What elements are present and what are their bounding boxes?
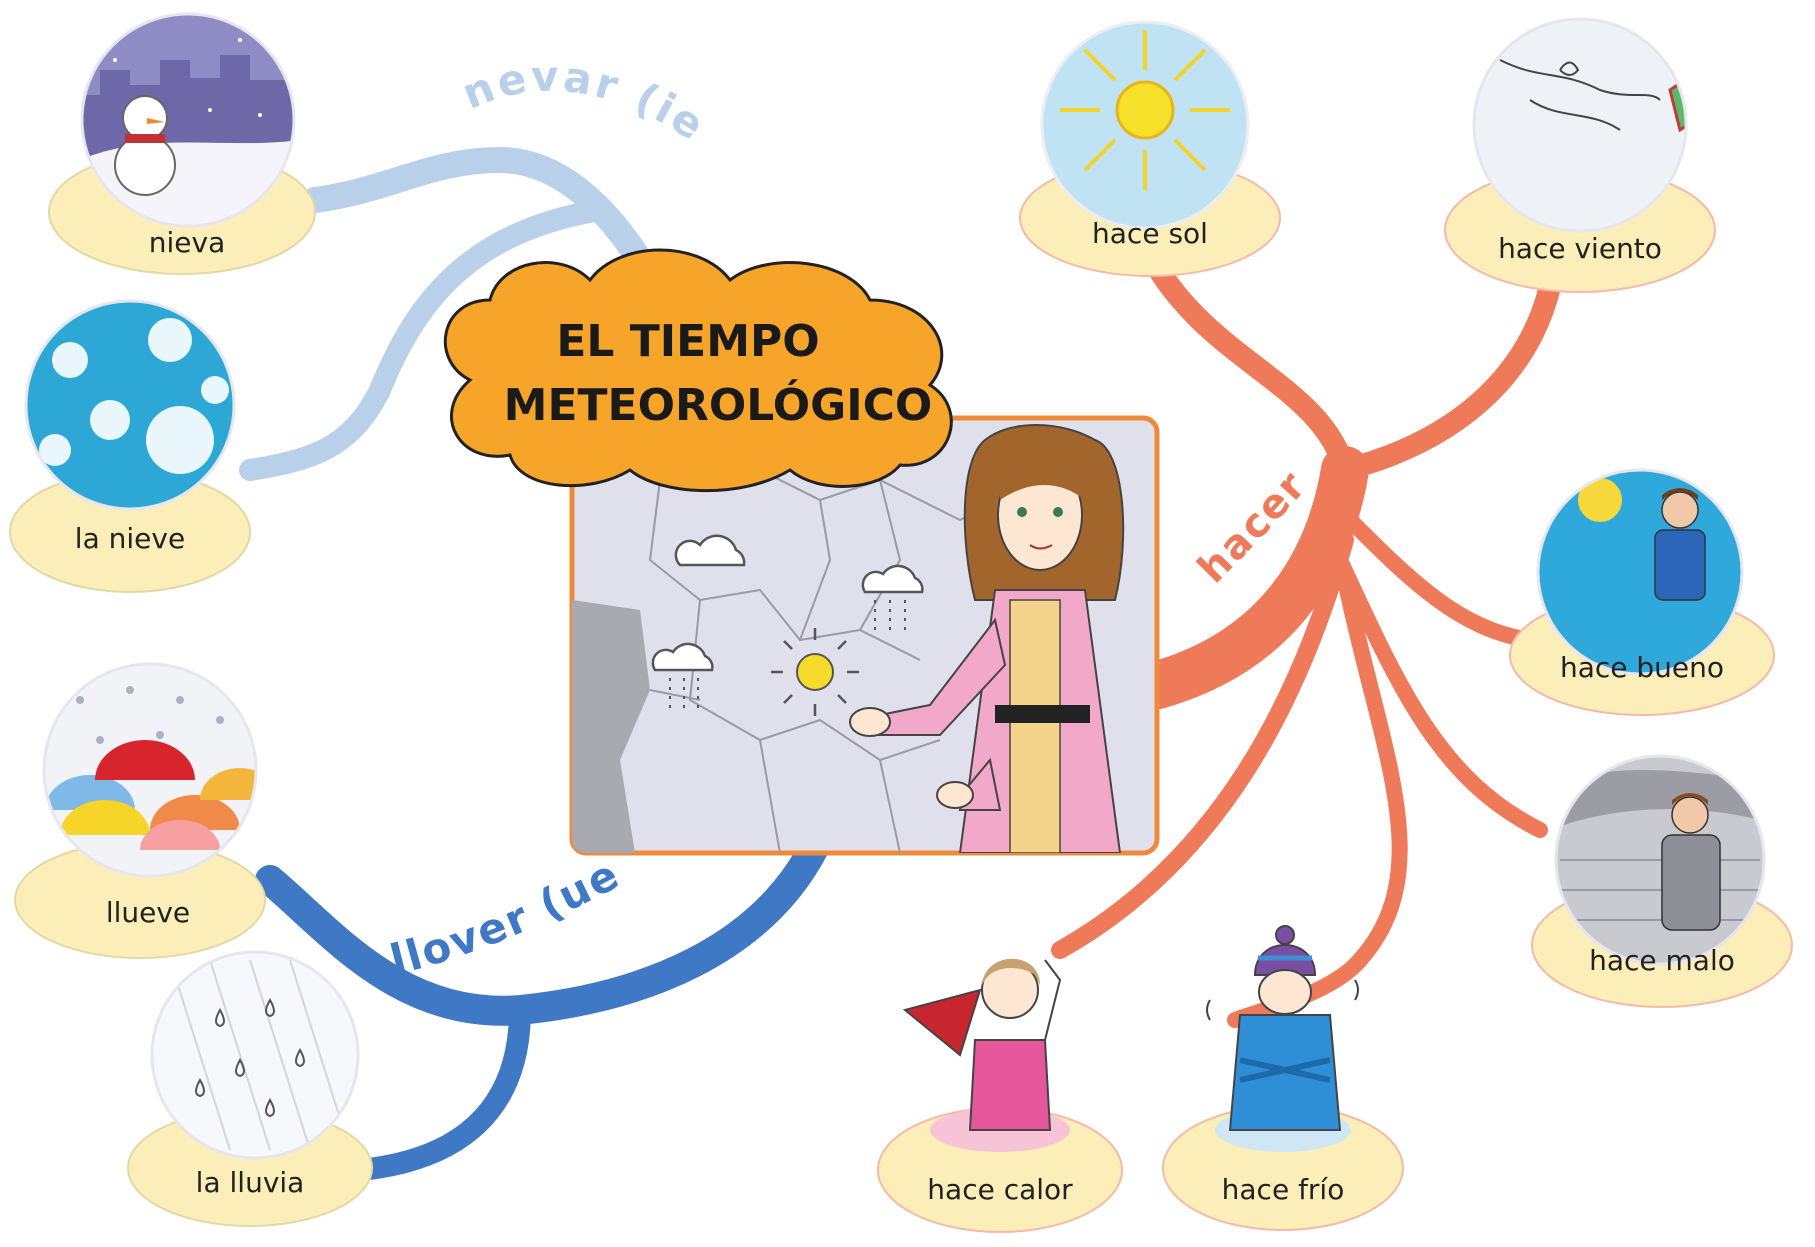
label-hace-frio: hace frío [1222, 1173, 1345, 1206]
node-hace-frio: hace frío [1162, 925, 1404, 1231]
node-nieva: nieva [48, 12, 316, 275]
llover-branch [255, 795, 845, 1181]
cold-boy-illustration [1206, 925, 1359, 1152]
label-hace-viento: hace viento [1498, 232, 1662, 265]
node-hace-calor: hace calor [877, 958, 1123, 1233]
node-la-nieve: la nieve [9, 299, 251, 593]
label-nieva: nieva [149, 226, 225, 259]
sun-illustration [1042, 22, 1248, 228]
bad-weather-boy-illustration [1556, 756, 1764, 964]
label-la-lluvia: la lluvia [196, 1166, 305, 1199]
label-hace-sol: hace sol [1092, 217, 1208, 250]
hot-girl-fan-illustration [902, 958, 1070, 1152]
hacer-branch [1051, 234, 1566, 1028]
snowman-illustration [82, 14, 294, 226]
sunny-boy-illustration [1538, 470, 1742, 674]
node-la-lluvia: la lluvia [127, 950, 373, 1227]
weather-map-panel [569, 415, 1160, 856]
wind-kite-illustration [1474, 19, 1686, 231]
label-llueve: llueve [106, 896, 190, 929]
title-line-1: EL TIEMPO [556, 316, 819, 367]
title-line-2: METEOROLÓGICO [504, 378, 933, 431]
title-cloud: EL TIEMPO METEOROLÓGICO [443, 248, 953, 493]
node-hace-malo: hace malo [1531, 754, 1793, 1008]
label-hace-calor: hace calor [927, 1173, 1073, 1206]
umbrellas-illustration [44, 664, 256, 876]
node-llueve: llueve [14, 662, 266, 959]
weather-presenter-figure [849, 424, 1125, 853]
node-hace-bueno: hace bueno [1509, 468, 1775, 716]
label-hace-bueno: hace bueno [1560, 651, 1724, 684]
node-hace-sol: hace sol [1019, 20, 1281, 277]
label-la-nieve: la nieve [75, 522, 185, 555]
label-hace-malo: hace malo [1589, 944, 1735, 977]
raindrops-illustration [152, 952, 358, 1158]
node-hace-viento: hace viento [1444, 17, 1716, 293]
snowflakes-illustration [26, 301, 234, 509]
